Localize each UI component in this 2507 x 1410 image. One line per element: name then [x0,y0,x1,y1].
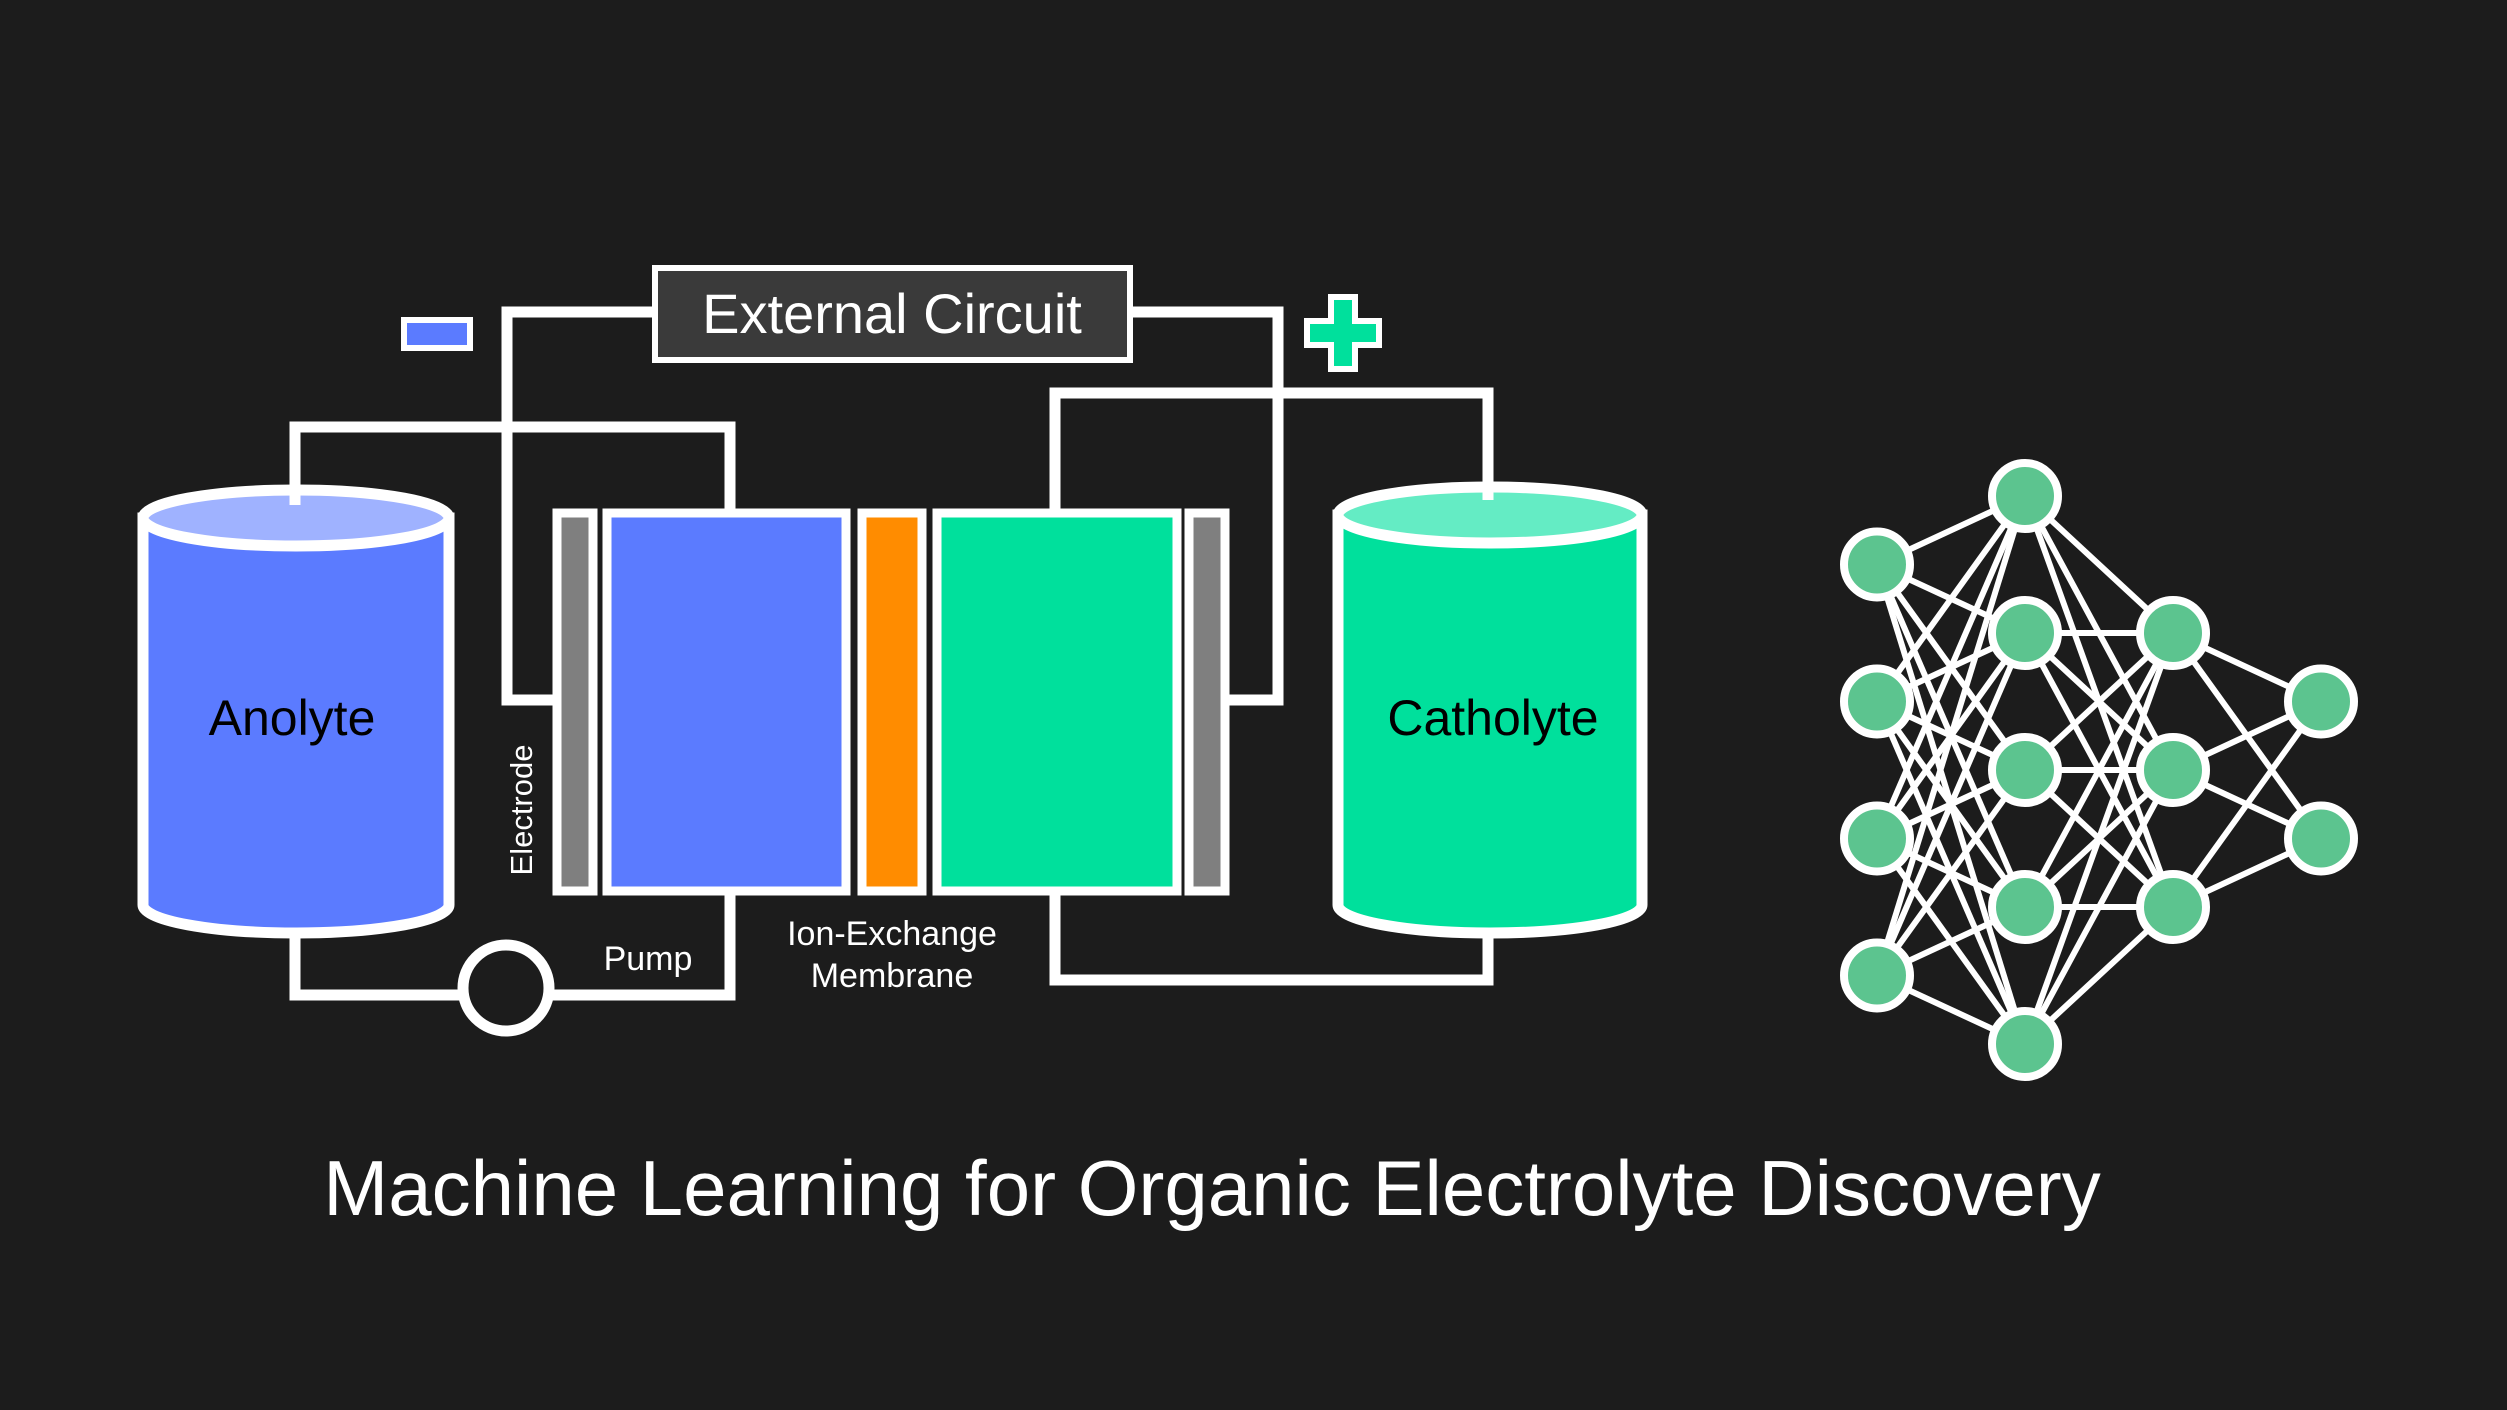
nn-node-0-3 [1840,938,1914,1013]
positive-wire [1130,306,1284,706]
anolyte-tank: Anolyte [137,470,455,939]
membrane-label-line2: Membrane [811,957,974,995]
catholyte-chamber [932,508,1182,896]
caption: Machine Learning for Organic Electrolyte… [323,1144,2100,1232]
wires [289,306,1494,1001]
neural-network-edges [1874,493,2324,1047]
catholyte-return-pipe [1049,885,1494,986]
nn-node-1-3 [1988,870,2062,944]
pump-icon [457,939,555,1037]
nn-node-2-1 [2136,733,2210,807]
external-circuit-label: External Circuit [702,282,1082,345]
nn-edge [2022,768,2176,1046]
nn-node-0-0 [1840,527,1914,602]
nn-node-1-1 [1988,596,2062,670]
negative-electrode [552,508,598,896]
nn-edge [1874,495,2028,977]
nn-node-3-1 [2284,801,2358,876]
pump: Pump [457,939,693,1037]
ion-exchange-membrane [857,508,927,896]
nn-edge [1874,768,2028,978]
nn-node-0-1 [1840,664,1914,739]
membrane-label-line1: Ion-Exchange [787,915,997,953]
nn-node-1-4 [1988,1007,2062,1081]
cell-stack [552,508,1230,896]
nn-node-1-0 [1988,459,2062,533]
catholyte-tank: Catholyte [1332,470,1648,939]
nn-edge [2170,699,2324,909]
catholyte-label: Catholyte [1387,690,1598,746]
pump-label: Pump [604,940,693,978]
nn-node-2-2 [2136,870,2210,944]
nn-node-1-2 [1988,733,2062,807]
plus-icon [1304,294,1382,372]
anolyte-chamber [602,508,851,896]
nn-node-3-0 [2284,664,2358,739]
neural-network-nodes [1840,459,2358,1081]
electrode-label: Electrode [504,745,539,876]
nn-node-2-0 [2136,596,2210,670]
minus-icon [401,317,473,351]
nn-node-0-2 [1840,801,1914,876]
nn-edge [2022,631,2176,909]
nn-edge [2022,631,2176,1046]
neural-network-icon [1840,459,2358,1081]
negative-wire [501,306,655,706]
nn-edge [1874,494,2028,704]
nn-edge [1874,631,2028,977]
nn-edge [1874,494,2028,840]
positive-electrode [1184,508,1230,896]
anolyte-label: Anolyte [209,690,376,746]
catholyte-inlet-pipe [1049,387,1494,515]
external-circuit-box: External Circuit [652,265,1133,363]
